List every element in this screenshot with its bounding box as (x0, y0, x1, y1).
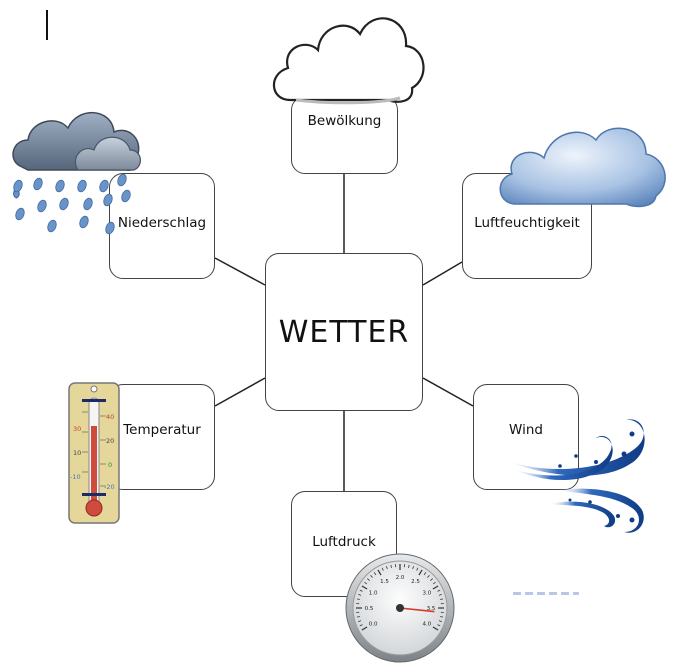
center-label: WETTER (279, 315, 410, 350)
node-label: Luftdruck (312, 534, 376, 550)
thermo-left-label: -10 (70, 473, 81, 481)
gauge-icon: 0.00.51.01.52.02.53.03.54.0 (344, 552, 456, 664)
thermo-right-label: -20 (104, 483, 115, 491)
faint-fragment (513, 592, 579, 595)
thermometer-icon: 30 10 -10 40 20 0 -20 (68, 382, 120, 524)
node-label: Temperatur (123, 422, 201, 438)
gauge-label: 3.0 (422, 591, 431, 597)
wind-icon (500, 412, 660, 542)
thermo-left-label: 10 (73, 449, 81, 457)
gauge-label: 2.5 (411, 579, 420, 585)
node-label: Luftfeuchtigkeit (474, 215, 580, 231)
node-wetter-center: WETTER (265, 253, 423, 411)
gauge-label: 1.5 (380, 579, 389, 585)
cloud-icon (268, 8, 428, 108)
gauge-label: 2.0 (396, 575, 405, 581)
connector-upper-left (215, 258, 265, 285)
blue-cloud-icon (496, 116, 672, 212)
connector-lower-right (423, 378, 473, 406)
gauge-label: 0.0 (369, 622, 378, 628)
node-label: Bewölkung (308, 113, 382, 129)
thermo-left-label: 30 (73, 425, 81, 433)
gauge-label: 4.0 (422, 622, 431, 628)
connector-upper-right (423, 262, 462, 285)
gauge-label: 0.5 (365, 606, 374, 612)
thermo-right-label: 20 (106, 437, 114, 445)
connector-lower-left (215, 378, 265, 406)
rain-cloud-icon (8, 100, 143, 240)
node-temperatur: Temperatur (109, 384, 215, 490)
rain-drops (12, 173, 132, 235)
gauge-label: 1.0 (369, 591, 378, 597)
thermo-right-label: 40 (106, 413, 114, 421)
thermo-right-label: 0 (108, 461, 112, 469)
